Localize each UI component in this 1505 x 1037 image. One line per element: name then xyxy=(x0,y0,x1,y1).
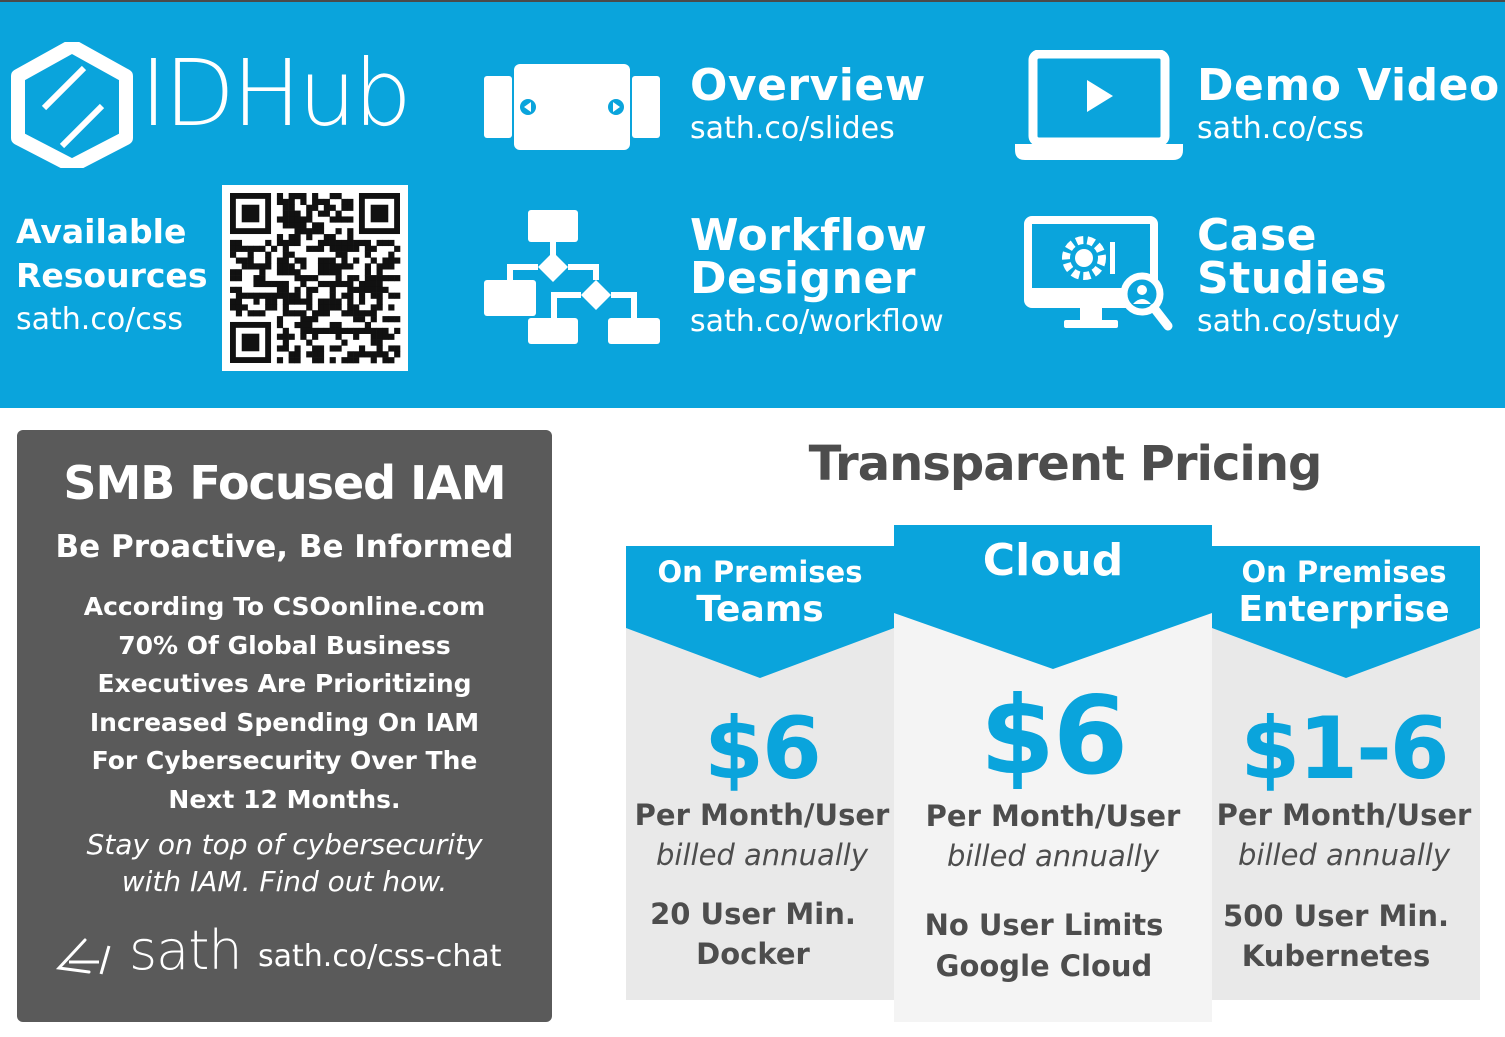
pricing-title: Transparent Pricing xyxy=(808,436,1323,492)
plan-label-large: Enterprise xyxy=(1238,589,1450,630)
slides-icon xyxy=(484,64,660,150)
plan-price: $6 xyxy=(979,674,1128,799)
card-body-line: Executives Are Prioritizing xyxy=(97,669,472,698)
qr-code[interactable] xyxy=(222,185,408,371)
card-body: According To CSOonline.com 70% Of Global… xyxy=(47,588,522,819)
card-body-line: 70% Of Global Business xyxy=(118,630,451,660)
hexagon-logo-icon xyxy=(11,39,133,173)
overview-link[interactable]: sath.co/slides xyxy=(690,111,895,146)
plan-label-small: On Premises xyxy=(1241,555,1447,589)
resources-label-line1: Available xyxy=(16,212,187,251)
card-body-line: Next 12 Months. xyxy=(168,784,401,814)
overview-title: Overview xyxy=(690,60,926,111)
card-cta-line: with IAM. Find out how. xyxy=(121,865,448,898)
plan-feature: Docker xyxy=(696,937,810,971)
smb-info-card: SMB Focused IAM Be Proactive, Be Informe… xyxy=(17,430,552,1022)
workflow-link[interactable]: sath.co/workflow xyxy=(690,304,944,339)
plan-feature: Google Cloud xyxy=(935,949,1153,983)
plan-label-large: Teams xyxy=(696,589,824,630)
plan-label-small: On Premises xyxy=(657,555,863,589)
resources-banner: IDHub Available Resources sath.co/css Ov… xyxy=(0,0,1505,408)
plan-billed: billed annually xyxy=(1237,838,1450,872)
plan-banner xyxy=(626,546,894,678)
css-chat-link[interactable]: sath.co/css-chat xyxy=(258,939,502,974)
idhub-logo: IDHub xyxy=(10,39,412,173)
sath-logo: sath xyxy=(55,924,255,988)
demo-video-link[interactable]: sath.co/css xyxy=(1197,111,1365,146)
card-cta: Stay on top of cybersecurity with IAM. F… xyxy=(47,826,522,900)
plan-billed: billed annually xyxy=(655,838,868,872)
plan-price: $1-6 xyxy=(1240,699,1449,799)
card-title: SMB Focused IAM xyxy=(63,456,506,510)
case-studies-link[interactable]: sath.co/study xyxy=(1197,304,1400,339)
card-cta-line: Stay on top of cybersecurity xyxy=(86,828,483,861)
resources-link[interactable]: sath.co/css xyxy=(16,302,184,337)
sath-brand-text: sath xyxy=(129,919,243,982)
workflow-title-line2: Designer xyxy=(690,253,916,304)
plan-feature: No User Limits xyxy=(924,908,1164,942)
plan-billed: billed annually xyxy=(946,839,1159,873)
plan-per: Per Month/User xyxy=(634,798,890,832)
plan-cloud: Cloud $6 Per Month/User billed annually … xyxy=(894,525,1212,1022)
monitor-gear-icon xyxy=(1024,216,1173,331)
plan-enterprise: On Premises Enterprise $1-6 Per Month/Us… xyxy=(1212,546,1480,1000)
laptop-play-icon xyxy=(1015,50,1183,160)
card-body-line: Increased Spending On IAM xyxy=(89,707,480,737)
flowchart-icon xyxy=(484,210,660,344)
case-studies-title-line1: Case xyxy=(1197,210,1318,261)
sath-mark-icon xyxy=(55,938,111,975)
plan-per: Per Month/User xyxy=(1216,798,1472,832)
demo-video-title: Demo Video xyxy=(1197,60,1500,111)
plan-per: Per Month/User xyxy=(925,799,1181,833)
card-body-line: According To CSOonline.com xyxy=(83,592,486,621)
workflow-title-line1: Workflow xyxy=(690,210,928,261)
resources-label-line2: Resources xyxy=(16,256,208,295)
plan-teams: On Premises Teams $6 Per Month/User bill… xyxy=(626,546,894,1000)
plan-banner xyxy=(894,525,1212,669)
logo-text: IDHub xyxy=(140,40,412,147)
plan-price: $6 xyxy=(704,699,822,799)
plan-label-large: Cloud xyxy=(982,535,1124,586)
card-body-line: For Cybersecurity Over The xyxy=(91,746,478,775)
plan-feature: 500 User Min. xyxy=(1223,899,1449,933)
plan-banner xyxy=(1212,546,1480,678)
plan-feature: Kubernetes xyxy=(1241,939,1431,973)
card-subtitle: Be Proactive, Be Informed xyxy=(55,529,514,565)
case-studies-title-line2: Studies xyxy=(1197,253,1388,304)
plan-feature: 20 User Min. xyxy=(650,897,856,931)
